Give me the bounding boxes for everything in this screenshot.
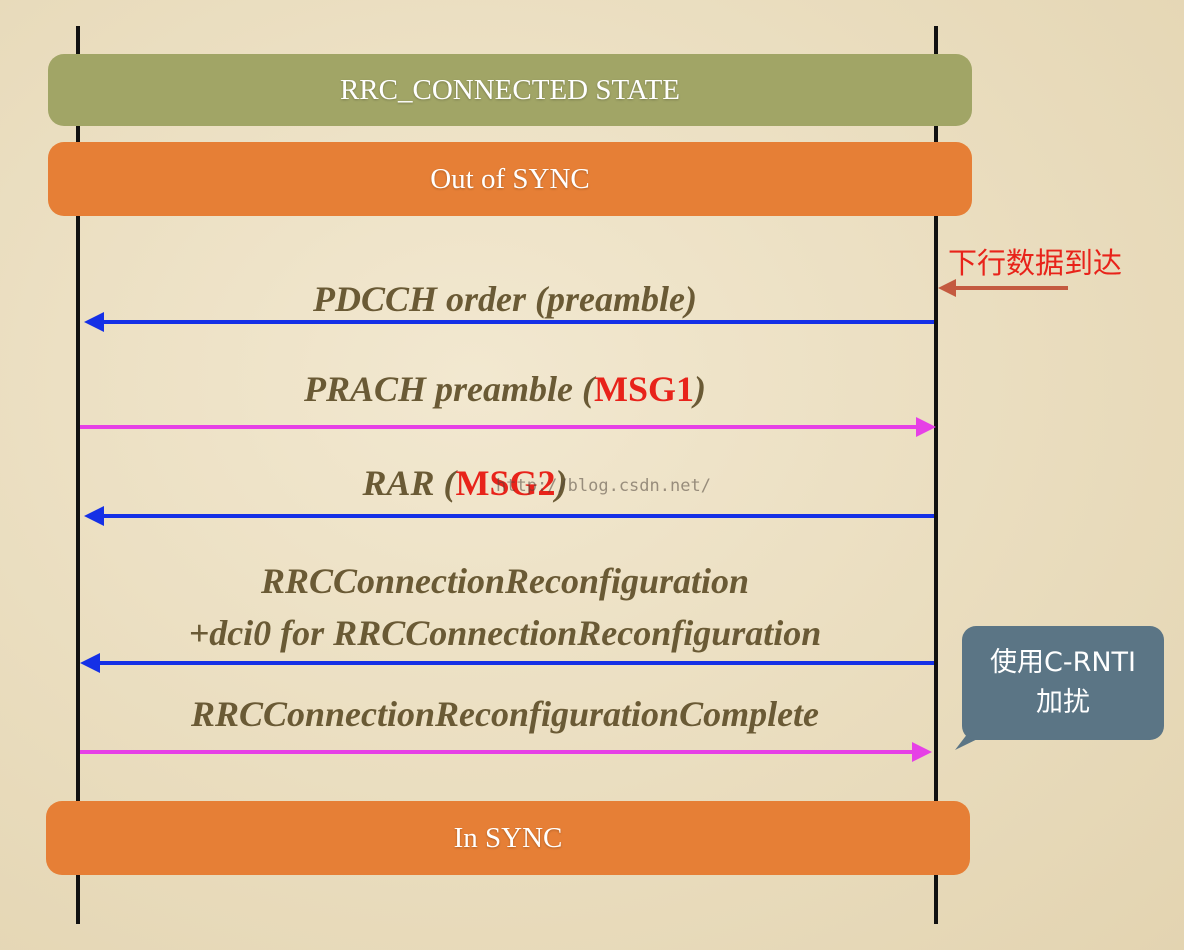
in-sync-band: In SYNC (46, 801, 970, 875)
rar-arrowhead (84, 506, 104, 526)
rrc-connected-state-label: RRC_CONNECTED STATE (339, 73, 681, 106)
prach-preamble-close: ) (694, 369, 706, 409)
reconfiguration-label-line1: RRCConnectionReconfiguration (80, 560, 930, 602)
prach-preamble-arrowhead (916, 417, 936, 437)
rar-text: RAR ( (362, 463, 456, 503)
msg1-highlight: MSG1 (593, 369, 694, 409)
reconfiguration-arrowhead (80, 653, 100, 673)
dl-data-arrival-label: 下行数据到达 (948, 246, 1123, 280)
watermark: http://blog.csdn.net/ (496, 476, 711, 496)
reconfiguration-complete-text: RRCConnectionReconfigurationComplete (190, 694, 820, 734)
in-sync-label: In SYNC (453, 821, 563, 854)
pdcch-order-text: PDCCH order (preamble) (313, 279, 697, 319)
out-of-sync-band: Out of SYNC (48, 142, 972, 216)
prach-preamble-label: PRACH preamble (MSG1) (80, 368, 930, 410)
dci0-text: +dci0 for RRCConnectionReconfiguration (188, 613, 822, 653)
reconfiguration-complete-label: RRCConnectionReconfigurationComplete (80, 693, 930, 735)
bubble-line2: 加扰 (1036, 687, 1090, 718)
pdcch-order-arrowhead (84, 312, 104, 332)
rar-label: RAR (MSG2) (40, 462, 890, 504)
reconfiguration-complete-arrowhead (912, 742, 932, 762)
rar-close: ) (555, 463, 568, 503)
enb-lifeline (934, 26, 938, 924)
out-of-sync-label: Out of SYNC (430, 162, 590, 195)
rrc-connected-state-band: RRC_CONNECTED STATE (48, 54, 972, 126)
dl-data-arrival-arrowhead (938, 279, 956, 297)
reconfiguration-label-line2: +dci0 for RRCConnectionReconfiguration (80, 612, 930, 654)
bubble-line1: 使用C-RNTI (989, 646, 1136, 678)
c-rnti-scrambling-bubble: 使用C-RNTI 加扰 (962, 626, 1164, 740)
reconfiguration-text: RRCConnectionReconfiguration (260, 561, 750, 601)
ue-lifeline (76, 26, 80, 924)
msg2-highlight: MSG2 (455, 463, 556, 503)
pdcch-order-label: PDCCH order (preamble) (80, 278, 930, 320)
prach-preamble-text: PRACH preamble ( (303, 369, 594, 409)
